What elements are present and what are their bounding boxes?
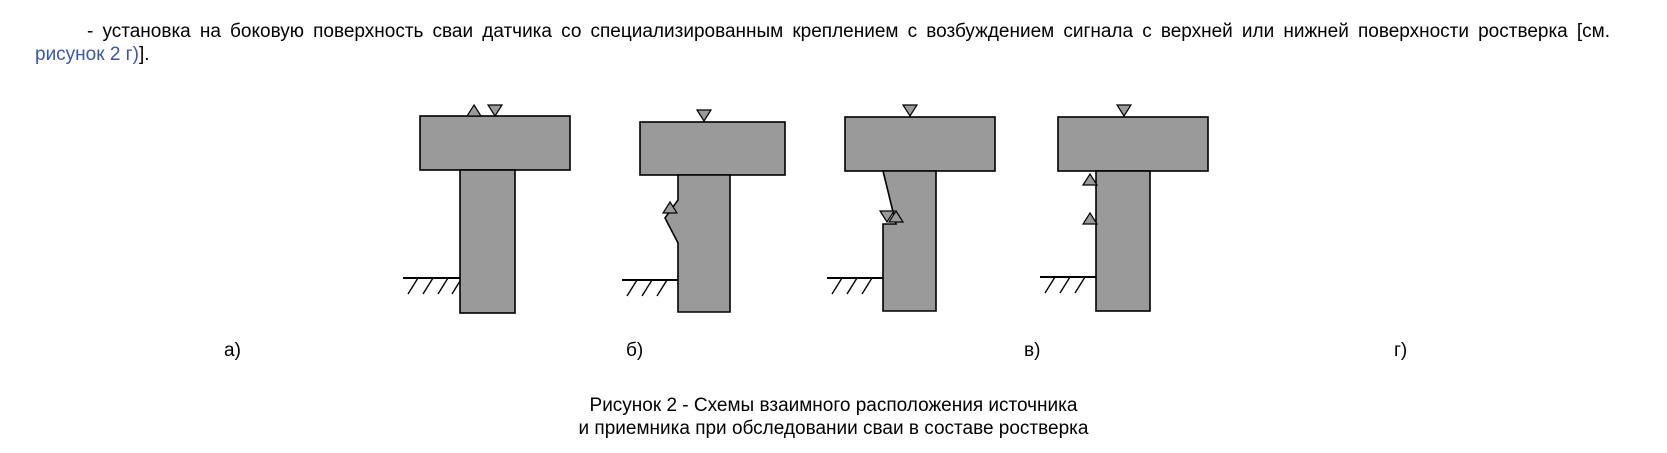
- figure-caption-line2: и приемника при обследовании сваи в сост…: [578, 418, 1089, 439]
- paragraph-text: - установка на боковую поверхность сваи …: [87, 21, 1610, 42]
- ground-hatch-a: [407, 277, 461, 295]
- scheme-a: [403, 103, 571, 314]
- receiver-triangle-icon: [901, 104, 919, 118]
- source-triangle-icon: [465, 103, 483, 117]
- figure-caption-line1: Рисунок 2 - Схемы взаимного расположения…: [589, 395, 1078, 416]
- receiver-triangle-icon: [1115, 104, 1133, 118]
- scheme-d: [1040, 104, 1209, 312]
- receiver-triangle-icon: [878, 210, 896, 224]
- receiver-triangle-icon: [486, 104, 504, 118]
- scheme-c: [827, 104, 996, 312]
- sub-label-a: а): [224, 340, 241, 361]
- source-triangle-icon: [887, 209, 905, 223]
- body-paragraph: - установка на боковую поверхность сваи …: [35, 20, 1610, 66]
- pile-b-notched: [664, 174, 731, 313]
- sub-label-b: б): [626, 340, 644, 361]
- ground-hatch-d: [1044, 276, 1086, 294]
- pile-cap-b: [639, 121, 786, 176]
- sub-label-c: в): [1024, 340, 1041, 361]
- ground-hatch-b: [626, 279, 668, 297]
- pile-c-notched: [881, 170, 937, 312]
- pile-cap-d: [1057, 116, 1209, 172]
- paragraph-text-end: ].: [138, 44, 150, 65]
- source-triangle-icon: [661, 200, 679, 214]
- figure-link[interactable]: рисунок 2 г): [35, 44, 139, 65]
- scheme-b: [622, 109, 786, 313]
- pile-cap-a: [419, 115, 571, 171]
- source-triangle-icon: [1081, 172, 1099, 186]
- ground-hatch-c: [831, 277, 873, 295]
- pile-d: [1095, 170, 1151, 312]
- sub-label-d: г): [1394, 340, 1408, 361]
- source-triangle-icon: [1081, 211, 1099, 225]
- pile-a: [459, 169, 516, 314]
- pile-cap-c: [844, 116, 996, 172]
- receiver-triangle-icon: [695, 109, 713, 123]
